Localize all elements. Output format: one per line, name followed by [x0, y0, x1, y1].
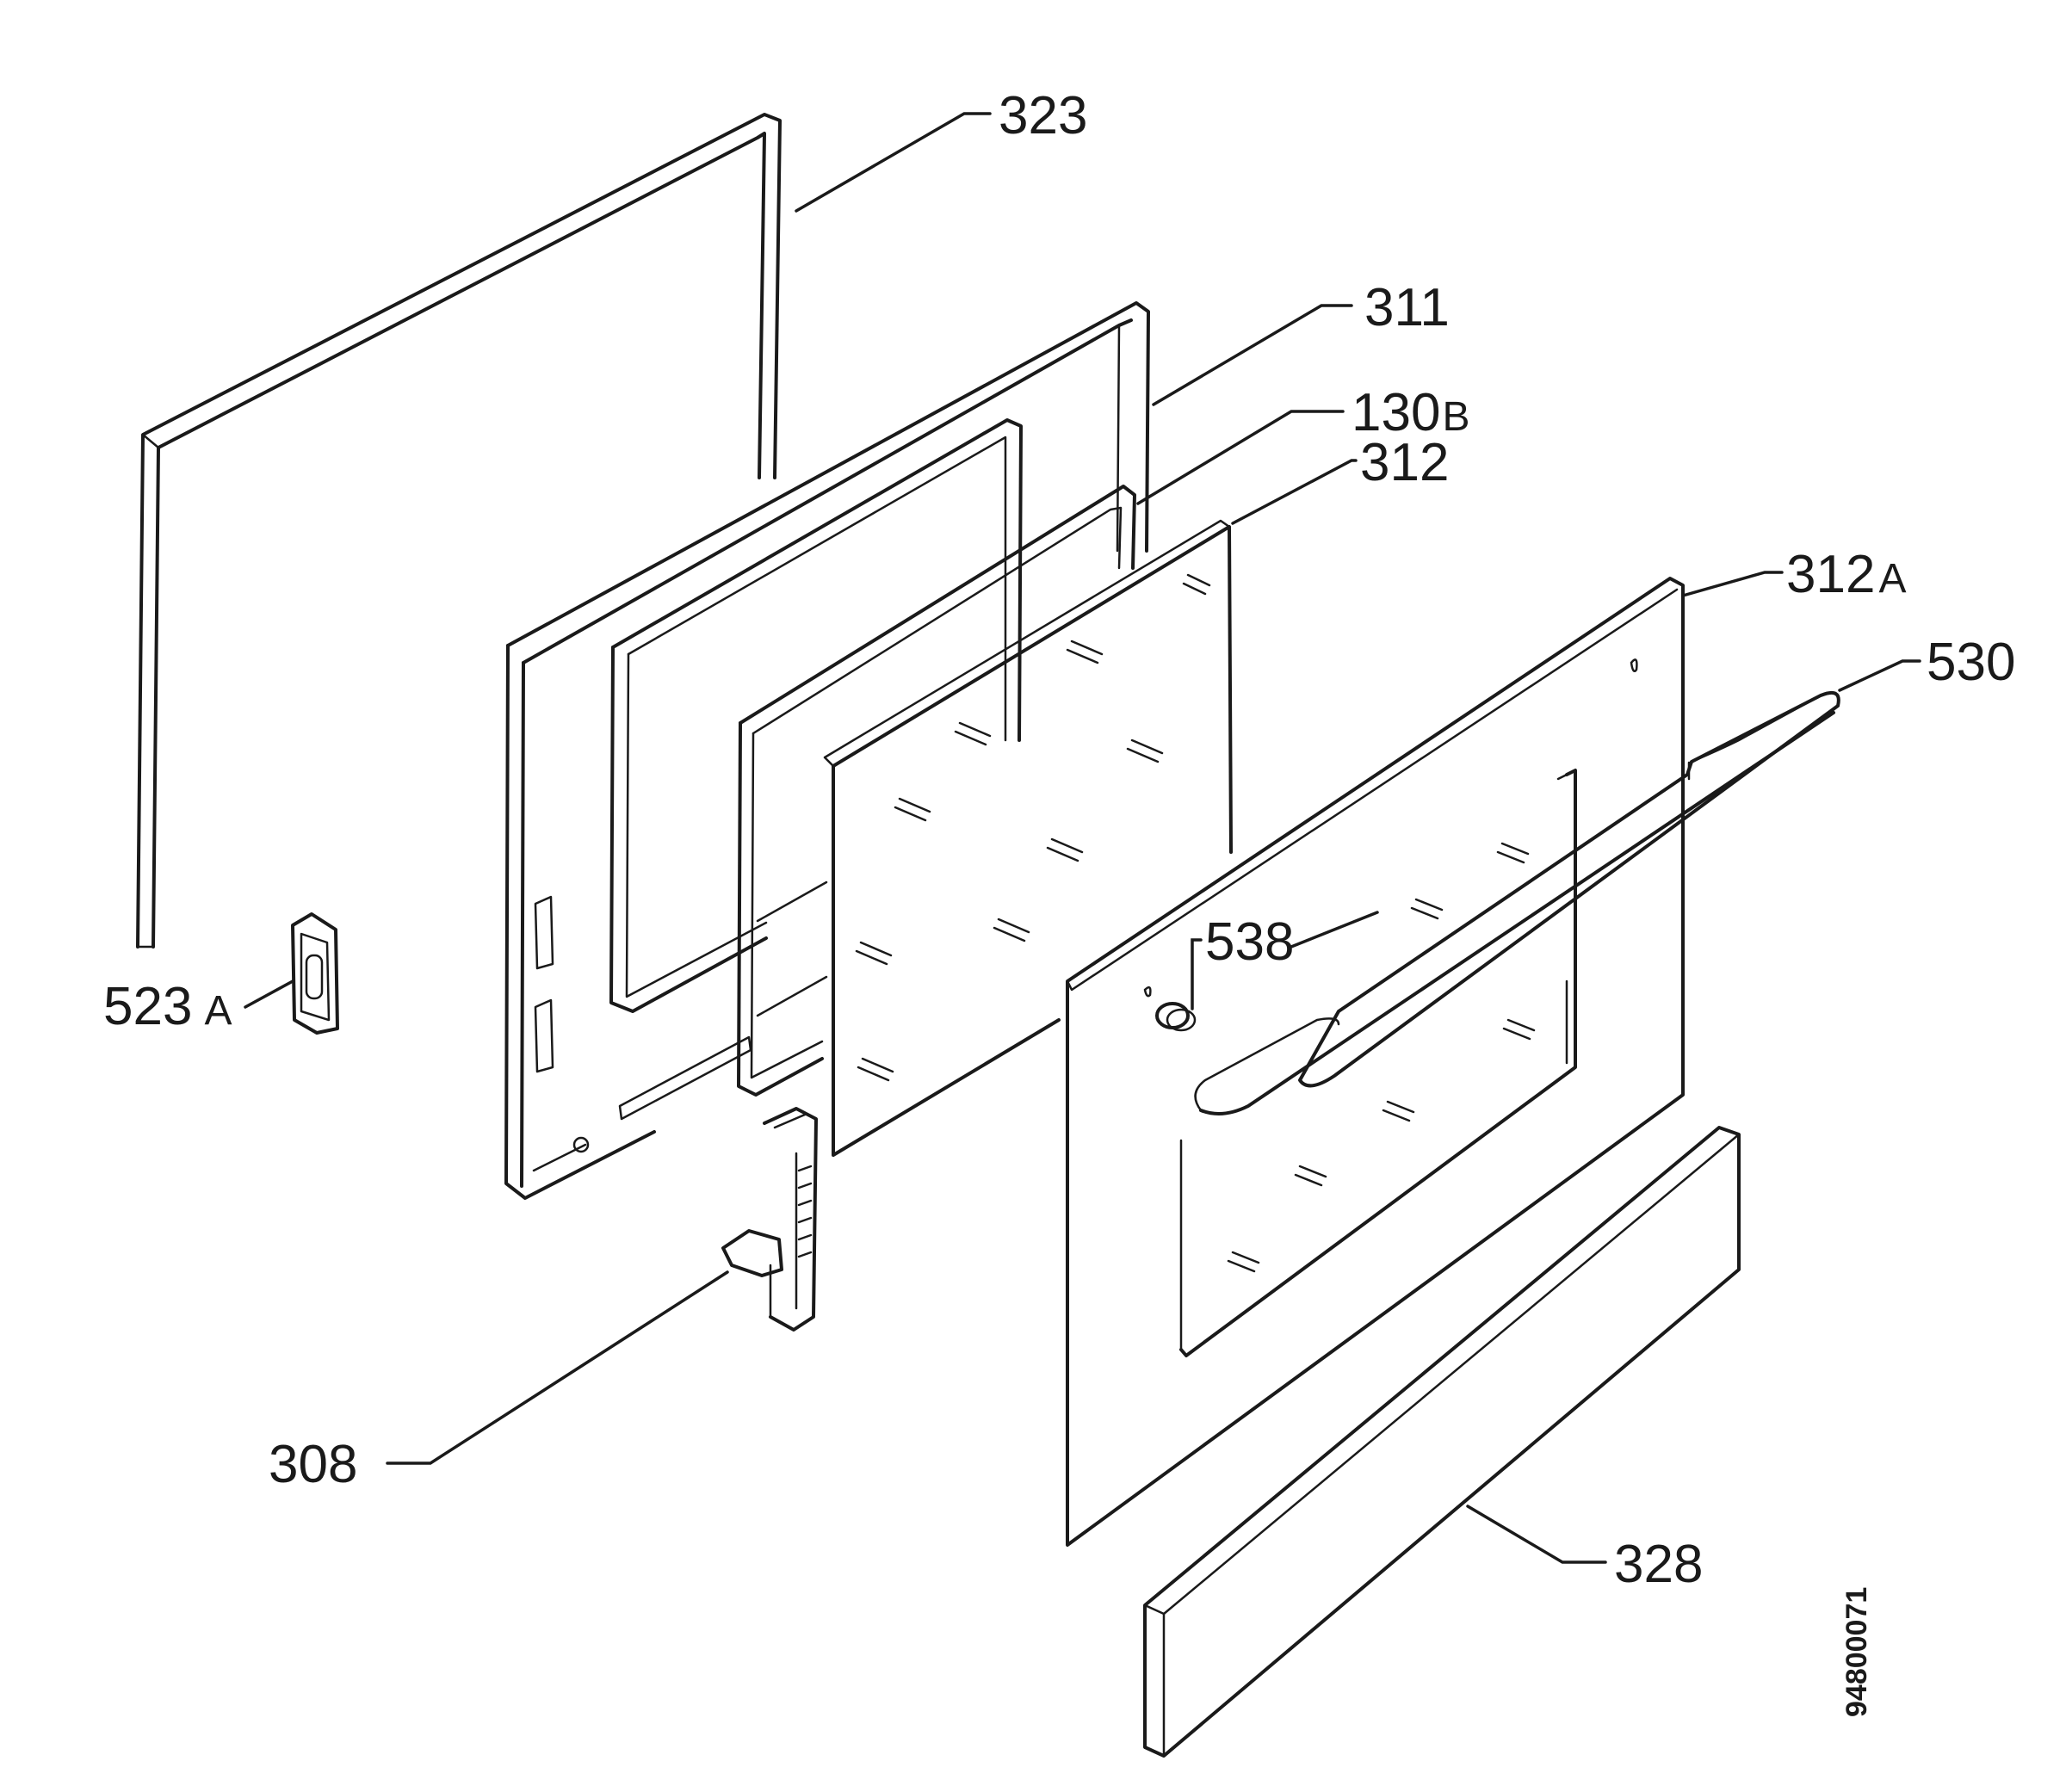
part-308-hinge	[721, 1107, 818, 1332]
label-311: 311	[1364, 278, 1450, 337]
part-130b-glass-frame	[737, 485, 1136, 1097]
glass-reflection-marks	[855, 573, 1211, 1082]
document-number: 94800071	[1840, 1587, 1873, 1717]
label-130b: 130B	[1352, 383, 1469, 442]
part-312a-outer-door	[1066, 577, 1685, 1547]
label-308: 308	[269, 1435, 357, 1494]
label-523a-number: 523	[103, 977, 192, 1036]
label-538: 538	[1205, 912, 1294, 972]
part-323-door-seal	[136, 113, 782, 949]
part-328-trim	[1143, 1126, 1741, 1758]
label-312a: 312A	[1786, 545, 1906, 604]
label-523a: 523 A	[103, 977, 232, 1036]
part-523a-latch	[291, 912, 339, 1035]
leader-lines	[244, 112, 1921, 1564]
label-530: 530	[1927, 633, 2015, 692]
label-312a-suffix: A	[1878, 556, 1906, 602]
label-130b-number: 130	[1352, 383, 1440, 442]
outer-glass-reflection-marks	[1227, 842, 1536, 1273]
part-538-knob	[1143, 986, 1197, 1032]
label-328: 328	[1614, 1535, 1703, 1594]
label-323: 323	[999, 86, 1087, 145]
part-312-inner-glass	[823, 519, 1233, 1157]
label-130b-suffix: B	[1442, 394, 1469, 440]
part-530-handle	[1194, 691, 1840, 1115]
part-311-inner-frame	[504, 301, 1150, 1200]
label-312: 312	[1360, 433, 1449, 492]
label-523a-suffix: A	[204, 988, 232, 1034]
label-312a-number: 312	[1786, 545, 1875, 604]
